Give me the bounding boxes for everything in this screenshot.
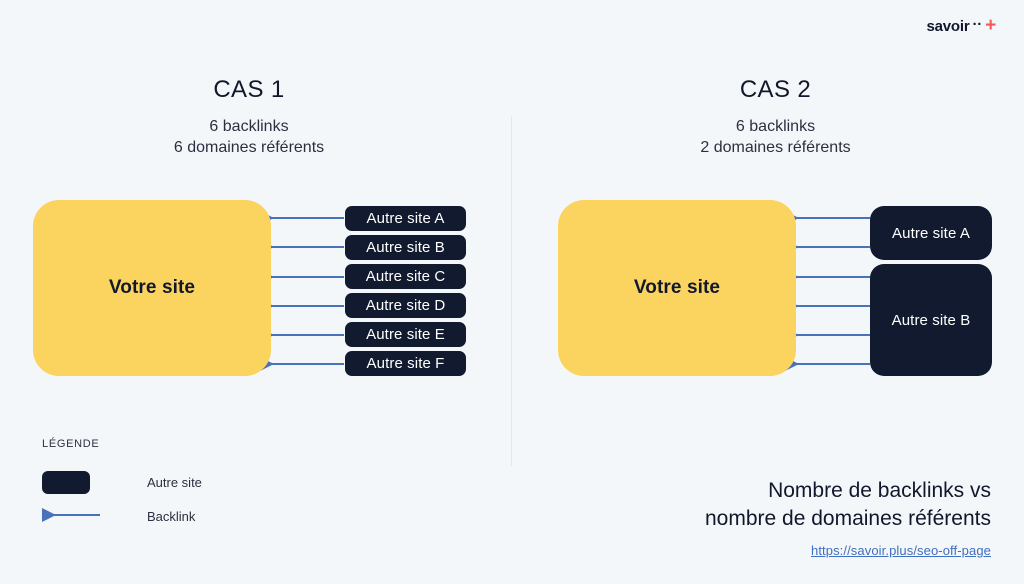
other-site-label: Autre site A (892, 224, 970, 242)
other-site-label: Autre site B (891, 311, 971, 329)
case-2-domains-count: 2 domaines référents (700, 139, 851, 156)
case-1-backlinks-count: 6 backlinks (209, 118, 289, 135)
case-1-subtitle: 6 backlinks 6 domaines référents (33, 116, 465, 158)
caption-line-2: nombre de domaines référents (705, 507, 991, 530)
caption-block: Nombre de backlinks vs nombre de domaine… (571, 477, 991, 560)
caption-title: Nombre de backlinks vs nombre de domaine… (571, 477, 991, 533)
other-site-label: Autre site B (366, 239, 445, 256)
case-1-other-site-c: Autre site C (345, 264, 466, 289)
legend-swatch-wrap (42, 470, 98, 494)
other-site-label: Autre site A (366, 210, 445, 227)
legend-title: LÉGENDE (42, 438, 100, 450)
case-1-other-site-b: Autre site B (345, 235, 466, 260)
brand-dots-icon: ·· (972, 16, 983, 33)
case-1-other-site-a: Autre site A (345, 206, 466, 231)
legend-label-other-site: Autre site (147, 474, 202, 490)
column-divider (511, 116, 512, 466)
case-2-arrows (785, 211, 870, 371)
caption-line-1: Nombre de backlinks vs (768, 479, 991, 502)
case-1-arrows (260, 211, 344, 371)
legend: LÉGENDE Autre site Backlink (42, 438, 202, 538)
case-2-your-site-box: Votre site (558, 200, 796, 376)
case-1-your-site-label: Votre site (108, 277, 196, 298)
case-2-backlinks-count: 6 backlinks (735, 118, 816, 135)
case-2-subtitle: 6 backlinks 2 domaines référents (558, 116, 993, 158)
other-site-label: Autre site E (366, 326, 445, 343)
other-site-label: Autre site F (366, 355, 445, 372)
legend-item-backlink: Backlink (42, 504, 202, 528)
brand-name: savoir (926, 18, 970, 35)
case-2-title: CAS 2 (739, 76, 812, 103)
case-1-domains-count: 6 domaines référents (173, 139, 325, 156)
case-1-other-site-f: Autre site F (345, 351, 466, 376)
case-1-title: CAS 1 (213, 76, 285, 103)
case-1-other-site-d: Autre site D (345, 293, 466, 318)
case-2-your-site-label: Votre site (633, 277, 721, 298)
case-2-other-site-b: Autre site B (870, 264, 992, 376)
legend-item-other-site: Autre site (42, 470, 202, 494)
other-site-swatch-icon (42, 470, 90, 494)
other-site-label: Autre site D (365, 297, 446, 314)
case-1-other-site-e: Autre site E (345, 322, 466, 347)
case-1-heading: CAS 1 6 backlinks 6 domaines référents (33, 78, 465, 158)
brand-logo: savoir ·· + (926, 15, 997, 36)
legend-label-backlink: Backlink (147, 508, 196, 524)
case-2-other-site-a: Autre site A (870, 206, 992, 260)
source-url-link[interactable]: https://savoir.plus/seo-off-page (810, 543, 991, 558)
brand-plus-icon: + (985, 15, 996, 36)
other-site-label: Autre site C (365, 268, 446, 285)
case-1-your-site-box: Votre site (33, 200, 271, 376)
case-2-heading: CAS 2 6 backlinks 2 domaines référents (558, 78, 993, 158)
